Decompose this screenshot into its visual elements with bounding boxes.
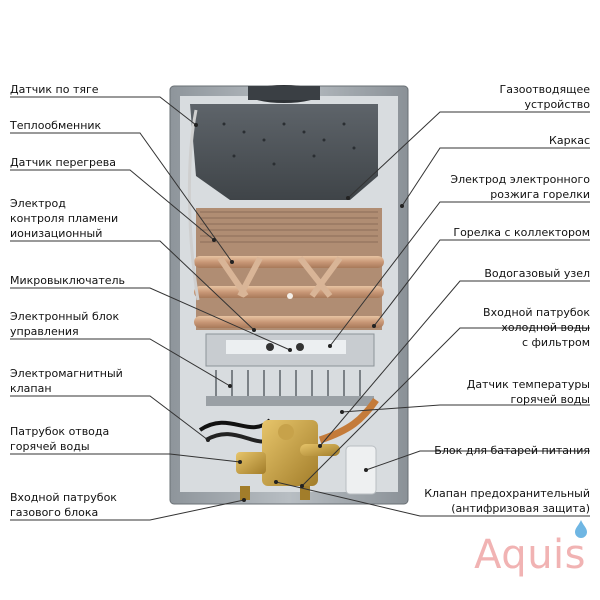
label-solenoid-valve: Электромагнитный клапан <box>10 367 123 395</box>
water-gas-unit-body <box>262 420 318 486</box>
label-battery-box: Блок для батарей питания <box>434 444 590 457</box>
label-control-unit: Электронный блок управления <box>10 310 120 338</box>
water-drop-icon <box>575 520 587 538</box>
leader-lines-right <box>275 111 590 517</box>
label-microswitch: Микровыключатель <box>10 274 126 287</box>
label-ignition-electrode: Электрод электронного розжига горелки <box>450 173 590 201</box>
flue-hood <box>190 104 378 200</box>
label-hot-water-outlet: Патрубок отвода горячей воды <box>10 425 110 453</box>
label-heat-exchanger: Теплообменник <box>10 119 102 132</box>
label-frame: Каркас <box>549 134 590 147</box>
label-cold-water-inlet: Входной патрубок холодной воды с фильтро… <box>483 306 590 349</box>
label-flue-device: Газоотводящее устройство <box>499 83 591 111</box>
label-overheat-sensor: Датчик перегрева <box>10 156 116 169</box>
label-burner: Горелка с коллектором <box>453 226 590 239</box>
label-hot-water-temp-sensor: Датчик температуры горячей воды <box>466 378 590 406</box>
brand-logo: Aquis <box>474 532 586 578</box>
label-draft-sensor: Датчик по тяге <box>10 83 99 96</box>
label-gas-inlet: Входной патрубок газового блока <box>10 491 117 519</box>
label-ionization-electrode: Электрод контроля пламени ионизационный <box>10 197 119 240</box>
battery-box-body <box>345 445 377 495</box>
label-water-gas-unit: Водогазовый узел <box>484 267 590 280</box>
leader-lines-left <box>10 96 291 521</box>
label-safety-valve: Клапан предохранительный (антифризовая з… <box>424 487 590 515</box>
